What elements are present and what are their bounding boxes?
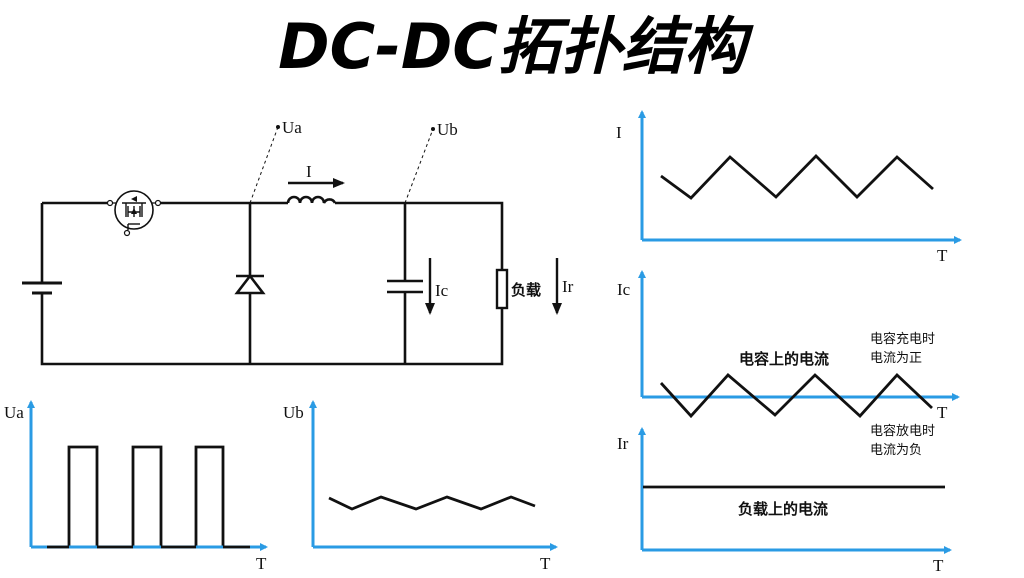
diode-icon (234, 203, 266, 364)
inductor-icon (286, 195, 337, 204)
ic-ylabel: Ic (617, 280, 631, 299)
ic-discharge-note-2: 电流为负 (870, 443, 922, 458)
ub-graph: Ub T (283, 400, 558, 573)
capacitor-current-label: Ic (435, 281, 449, 300)
load-resistor-icon (495, 268, 509, 310)
ub-ylabel: Ub (283, 403, 304, 422)
i-xlabel: T (937, 246, 948, 265)
ic-caption: 电容上的电流 (739, 350, 829, 368)
ub-xlabel: T (540, 554, 551, 573)
node-b-label: Ub (437, 120, 458, 139)
page-title: DC-DC拓扑结构 (278, 10, 754, 83)
i-waveform (660, 154, 934, 200)
ic-charge-note-2: 电流为正 (870, 351, 922, 366)
load-label: 负载 (511, 281, 541, 299)
ic-waveform (659, 372, 933, 419)
capacitor-current-graph: Ic T 电容上的电流 电容充电时 电流为正 电容放电时 电流为负 (617, 270, 960, 458)
inductor-current-graph: I T (616, 110, 962, 265)
ua-probe-dot (276, 125, 280, 129)
ua-ylabel: Ua (4, 403, 24, 422)
ub-probe-dot (431, 127, 435, 131)
ic-discharge-note-1: 电容放电时 (870, 423, 935, 439)
capacitor-icon (387, 203, 423, 364)
circuit-wires (40, 201, 504, 366)
node-a-label: Ua (282, 118, 302, 137)
buck-circuit: 负载 Ua Ub I Ic Ir (22, 118, 574, 366)
inductor-current-label: I (306, 162, 312, 181)
ua-graph: Ua T (4, 400, 268, 573)
ub-waveform (328, 495, 536, 511)
ua-probe-line (249, 126, 279, 204)
load-current-graph: Ir T 负载上的电流 (617, 427, 952, 575)
i-ylabel: I (616, 123, 622, 142)
ir-ylabel: Ir (617, 434, 629, 453)
ua-xlabel: T (256, 554, 267, 573)
battery-icon (22, 281, 62, 295)
ir-xlabel: T (933, 556, 944, 575)
load-current-label: Ir (562, 277, 574, 296)
mosfet-switch-icon (106, 190, 162, 237)
ic-xlabel: T (937, 403, 948, 422)
ir-caption: 负载上的电流 (738, 500, 828, 518)
ic-charge-note-1: 电容充电时 (870, 331, 935, 347)
ua-waveform (47, 445, 250, 549)
ub-probe-line (404, 128, 434, 204)
